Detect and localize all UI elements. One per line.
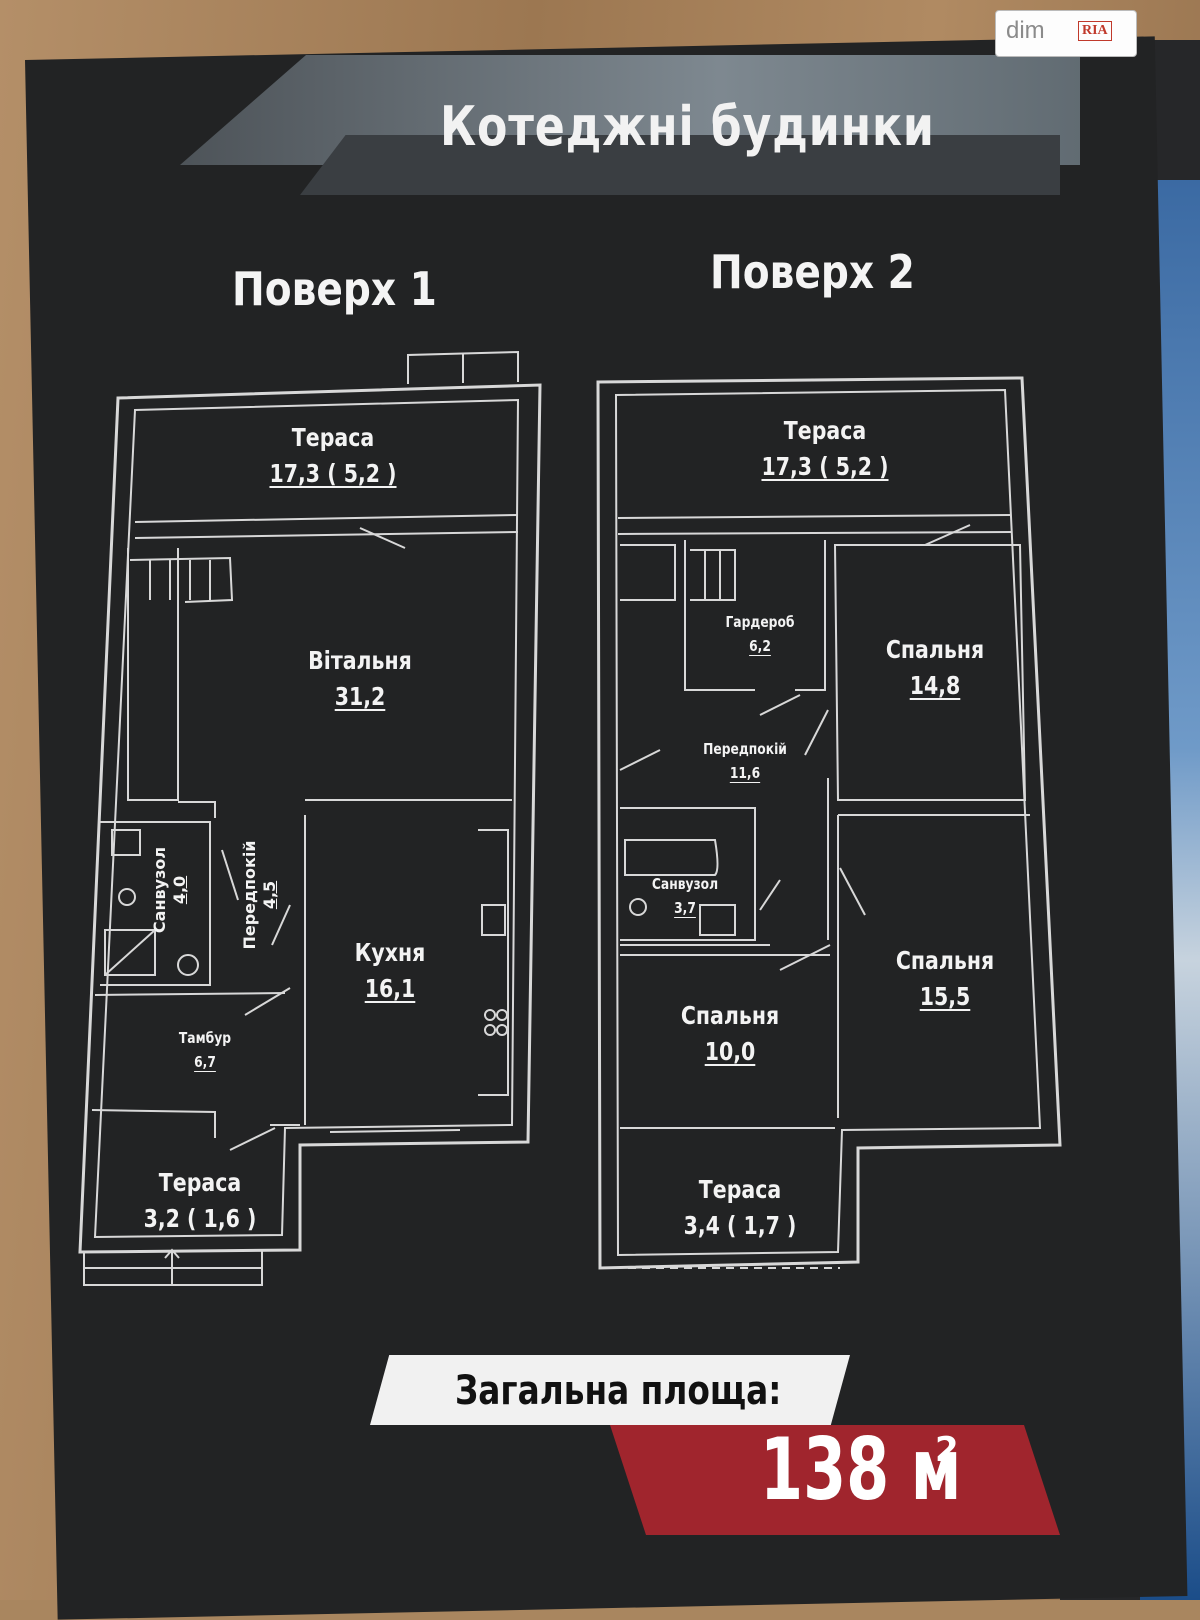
f1-bathroom-name: Санвузол: [150, 846, 169, 934]
f2-terrace-bottom-name: Тераса: [698, 1175, 782, 1204]
total-area-label: Загальна площа:: [455, 1368, 782, 1414]
header-decor-band-dark: [300, 135, 1060, 195]
total-value-banner: [610, 1425, 1060, 1535]
f1-bathroom-label: Санвузол 4,0: [150, 840, 190, 940]
f1-kitchen-area: 16,1: [364, 974, 416, 1003]
f2-hall-label: Передпокій 11,6: [696, 737, 794, 785]
f1-hall-name: Передпокій: [240, 840, 259, 950]
f1-hall-area: 4,5: [260, 880, 279, 910]
f1-vestibule-name: Тамбур: [178, 1029, 232, 1047]
f2-terrace-top-name: Тераса: [783, 416, 867, 445]
page-title: Котеджні будинки: [440, 95, 935, 158]
f1-vestibule-area: 6,7: [194, 1053, 216, 1071]
f2-wardrobe-label: Гардероб 6,2: [719, 610, 801, 658]
dim-ria-watermark-logo: dim RIA: [995, 10, 1137, 57]
f2-bathroom-name: Санвузол: [651, 875, 719, 893]
f1-kitchen-label: Кухня 16,1: [337, 935, 444, 1007]
floor2-heading: Поверх 2: [710, 245, 915, 299]
total-area-value: 138 м: [760, 1420, 962, 1520]
f1-bathroom-area: 4,0: [170, 875, 189, 905]
total-label-banner: [370, 1355, 850, 1425]
f1-living-label: Вітальня 31,2: [299, 643, 422, 715]
logo-ria-text: RIA: [1078, 21, 1112, 41]
f2-hall-area: 11,6: [729, 764, 761, 782]
floor1-outer-wall-inner: [93, 398, 520, 1239]
f2-hall-name: Передпокій: [703, 740, 787, 758]
f2-wardrobe-area: 6,2: [749, 637, 771, 655]
floor1-outer-wall: [78, 383, 542, 1254]
floor2-outer-wall: [596, 376, 1062, 1270]
f1-terrace-bottom-name: Тераса: [158, 1168, 242, 1197]
floor1-heading: Поверх 1: [232, 262, 437, 316]
logo-dim-text: dim: [1006, 17, 1045, 44]
f2-terrace-bottom-label: Тераса 3,4 ( 1,7 ): [666, 1172, 814, 1244]
f1-hall-label: Передпокій 4,5: [240, 840, 280, 950]
f1-kitchen-name: Кухня: [354, 938, 426, 967]
f2-bathroom-label: Санвузол 3,7: [644, 872, 726, 920]
f1-terrace-bottom-label: Тераса 3,2 ( 1,6 ): [126, 1165, 274, 1237]
f2-bedroom2-area: 15,5: [919, 982, 971, 1011]
f2-bedroom2-name: Спальня: [895, 946, 995, 975]
f2-bedroom2-label: Спальня 15,5: [892, 943, 999, 1015]
f2-bedroom3-name: Спальня: [680, 1001, 780, 1030]
f2-terrace-top-area: 17,3 ( 5,2 ): [761, 452, 889, 481]
f2-bedroom3-label: Спальня 10,0: [677, 998, 784, 1070]
f2-terrace-top-label: Тераса 17,3 ( 5,2 ): [747, 413, 903, 485]
f2-wardrobe-name: Гардероб: [725, 613, 795, 631]
f2-bedroom1-name: Спальня: [885, 635, 985, 664]
f2-bedroom1-label: Спальня 14,8: [882, 632, 989, 704]
f2-bedroom3-area: 10,0: [704, 1037, 756, 1066]
f2-bedroom1-area: 14,8: [909, 671, 961, 700]
f1-terrace-top-name: Тераса: [291, 423, 375, 452]
f2-terrace-bottom-area: 3,4 ( 1,7 ): [683, 1211, 797, 1240]
f1-terrace-top-label: Тераса 17,3 ( 5,2 ): [255, 420, 411, 492]
total-area-unit-superscript: 2: [935, 1430, 959, 1470]
f2-bathroom-area: 3,7: [674, 899, 696, 917]
f1-vestibule-label: Тамбур 6,7: [168, 1026, 242, 1074]
f1-terrace-top-area: 17,3 ( 5,2 ): [269, 459, 397, 488]
f1-living-name: Вітальня: [308, 646, 412, 675]
f1-terrace-bottom-area: 3,2 ( 1,6 ): [143, 1204, 257, 1233]
f1-living-area: 31,2: [334, 682, 386, 711]
